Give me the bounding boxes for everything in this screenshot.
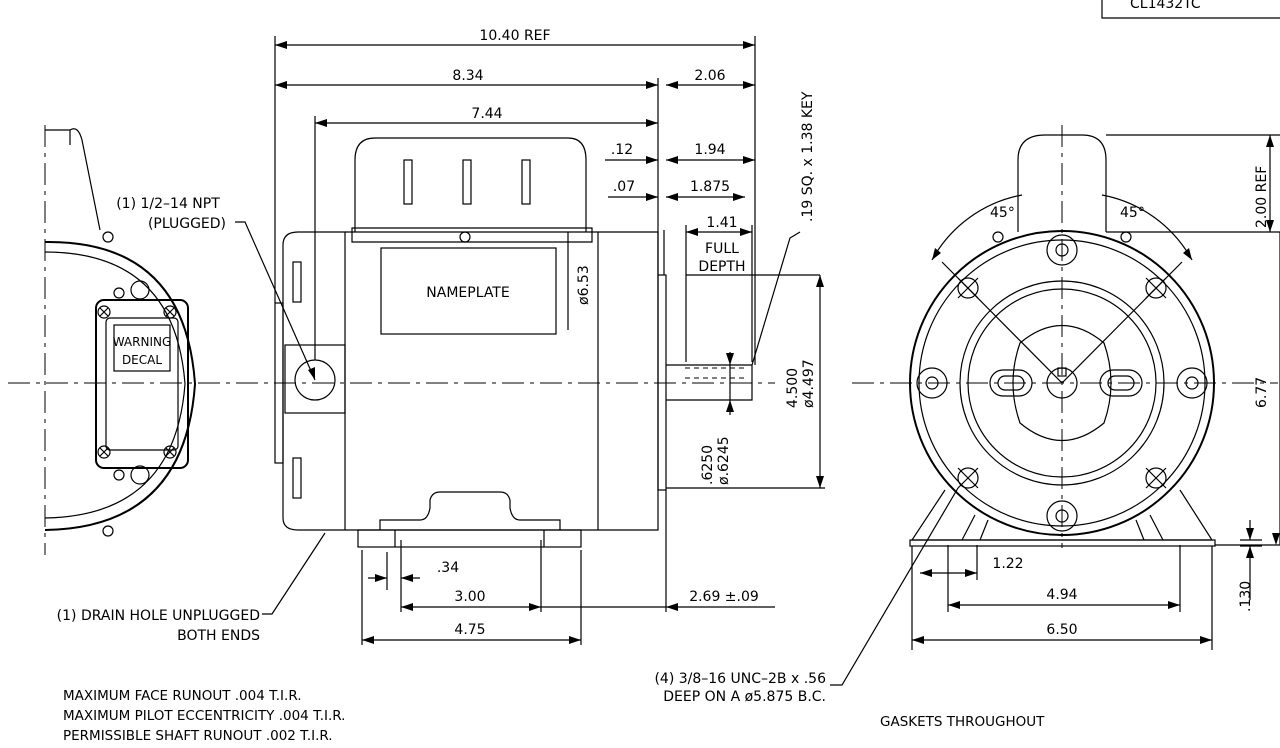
dim-130: .130 (1238, 581, 1254, 612)
dim-012: .12 (611, 142, 633, 158)
dim-269: 2.69 ±.09 (689, 589, 759, 605)
dim-frame-dia: ø6.53 (576, 265, 592, 305)
side-view-dimensions: 10.40 REF 8.34 2.06 7.44 .12 1.94 .07 1.… (274, 28, 825, 645)
dim-141: 1.41 (706, 215, 737, 231)
dim-677: 6.77 (1254, 377, 1270, 408)
dim-pilot-dia-1: 4.500 (785, 368, 801, 408)
side-view-callouts: (1) 1/2–14 NPT (PLUGGED) (1) DRAIN HOLE … (57, 196, 326, 644)
dim-200-ref: 2.00 REF (1254, 166, 1270, 228)
npt-callout-1: (1) 1/2–14 NPT (116, 196, 220, 212)
dim-494: 4.94 (1046, 587, 1077, 603)
warning-decal-label-1: WARNING (113, 335, 172, 349)
dim-1875: 1.875 (690, 179, 730, 195)
gaskets-note: GASKETS THROUGHOUT (880, 714, 1045, 730)
dim-194: 1.94 (694, 142, 725, 158)
note-2: MAXIMUM PILOT ECCENTRICITY .004 T.I.R. (63, 708, 345, 724)
title-block: CL1432TC (1101, 0, 1280, 19)
dim-body-length: 8.34 (452, 68, 483, 84)
dim-300: 3.00 (454, 589, 485, 605)
notes: MAXIMUM FACE RUNOUT .004 T.I.R. MAXIMUM … (63, 688, 1045, 744)
note-1: MAXIMUM FACE RUNOUT .004 T.I.R. (63, 688, 302, 704)
dim-shaft-dia-1: .6250 (700, 445, 716, 485)
dim-overall-ref: 10.40 REF (479, 28, 550, 44)
tap-callout-1: (4) 3/8–16 UNC–2B x .56 (654, 671, 826, 687)
depth-label: DEPTH (698, 259, 745, 275)
npt-callout-2: (PLUGGED) (148, 216, 226, 232)
note-3: PERMISSIBLE SHAFT RUNOUT .002 T.I.R. (63, 728, 333, 744)
dim-034: .34 (437, 560, 459, 576)
front-view: 45° 45° (852, 125, 1278, 548)
dim-pilot-dia-2: ø4.497 (801, 359, 817, 408)
drain-callout-2: BOTH ENDS (177, 628, 260, 644)
full-label: FULL (705, 241, 739, 257)
dim-007: .07 (613, 179, 635, 195)
angle-right: 45° (1120, 205, 1145, 221)
dim-475: 4.75 (454, 622, 485, 638)
front-view-dimensions: 2.00 REF 6.77 .130 1.22 4.94 6.50 (4) 3/… (654, 134, 1280, 705)
nameplate-label: NAMEPLATE (426, 285, 509, 301)
warning-decal-label-2: DECAL (122, 353, 162, 367)
dim-frame-length: 7.44 (471, 106, 502, 122)
key-callout: .19 SQ. x 1.38 KEY (800, 91, 816, 222)
angle-left: 45° (990, 205, 1015, 221)
part-number: CL1432TC (1130, 0, 1201, 12)
side-view: NAMEPLATE (8, 137, 775, 548)
drain-callout-1: (1) DRAIN HOLE UNPLUGGED (57, 608, 260, 624)
tap-callout-2: DEEP ON A ø5.875 B.C. (663, 689, 826, 705)
dim-shaft-ext: 2.06 (694, 68, 725, 84)
dim-650: 6.50 (1046, 622, 1077, 638)
end-view-left: WARNING DECAL (44, 125, 197, 555)
dim-122: 1.22 (992, 556, 1023, 572)
dim-shaft-dia-2: ø.6245 (716, 436, 732, 485)
